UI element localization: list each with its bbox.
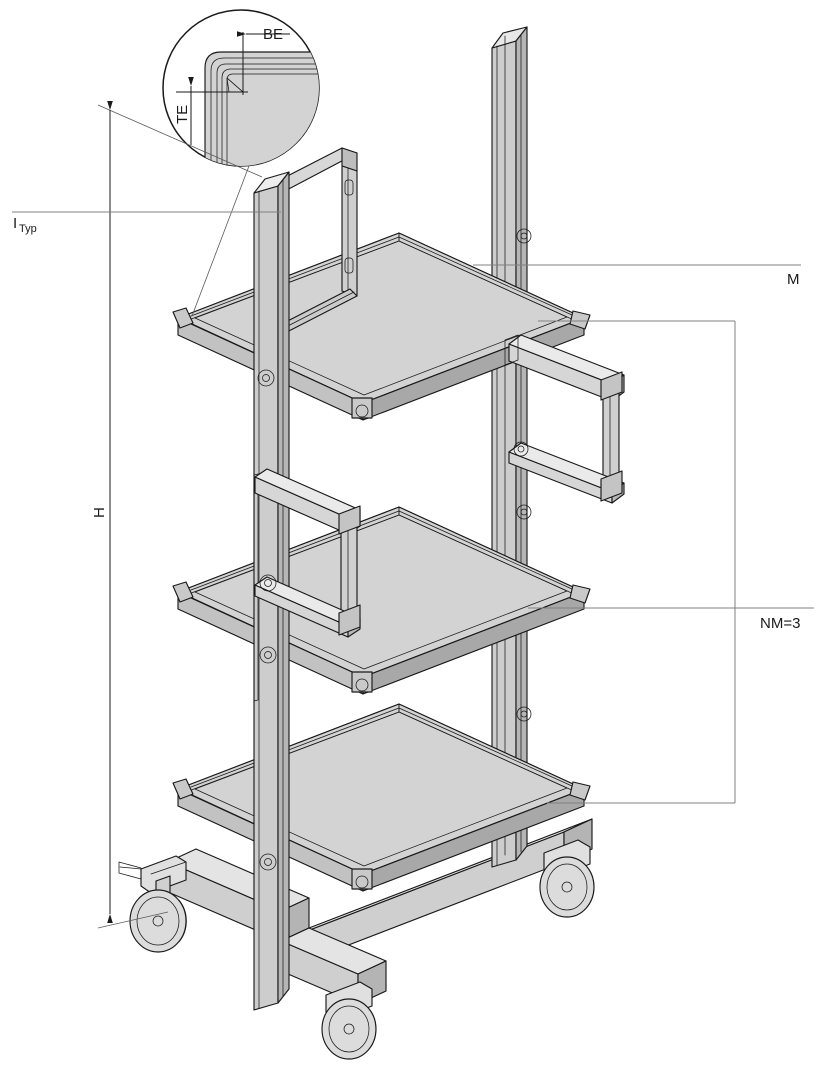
extension-line-bottom bbox=[97, 911, 169, 929]
shelf-fixings bbox=[257, 228, 532, 871]
shelf-corner-fittings bbox=[172, 307, 591, 419]
shelf-corner-fittings bbox=[172, 581, 591, 693]
callout-typ-length: I Typ bbox=[12, 211, 281, 235]
callout-shelf-count: NM=3 bbox=[528, 320, 814, 804]
typ-label-sub: Typ bbox=[19, 223, 37, 235]
castor-front-right bbox=[321, 981, 377, 1060]
detail-dimension-TE: TE bbox=[174, 77, 248, 145]
detail-label-BE: BE bbox=[263, 26, 283, 43]
height-label: H bbox=[91, 507, 108, 518]
detail-dimension-BE: BE bbox=[237, 26, 290, 95]
base-beam-front bbox=[280, 927, 387, 1005]
detail-label-TE: TE bbox=[174, 105, 191, 124]
handle-middle-left bbox=[254, 468, 361, 638]
trolley-assembly bbox=[118, 26, 625, 1060]
detail-leader-line bbox=[191, 165, 250, 317]
extension-line-top bbox=[97, 104, 263, 178]
typ-label-main: I bbox=[13, 215, 17, 232]
callout-shelf: M bbox=[473, 264, 801, 288]
castor-front-left bbox=[118, 855, 187, 953]
shelf-corner-fittings bbox=[172, 778, 591, 890]
corner-profile-detail-view: BE TE bbox=[162, 9, 320, 167]
shelf-count-label: NM=3 bbox=[760, 615, 800, 632]
handle-middle-right bbox=[504, 334, 625, 504]
castor-rear-right bbox=[539, 839, 595, 918]
dimension-overall-height: H bbox=[91, 101, 263, 929]
shelf-label: M bbox=[787, 271, 800, 288]
